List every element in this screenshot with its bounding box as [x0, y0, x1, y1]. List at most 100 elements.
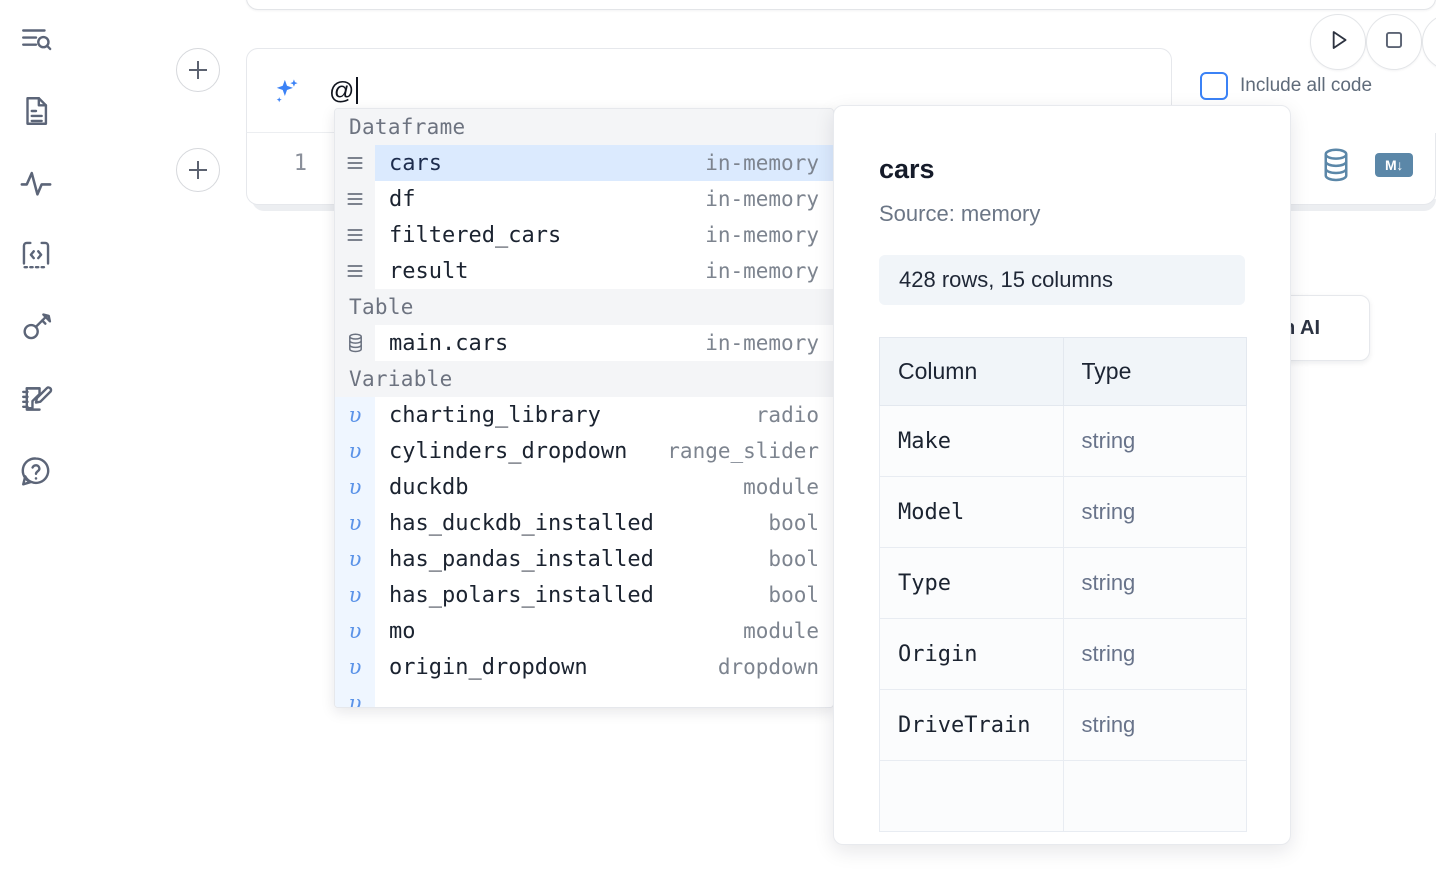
- add-cell-button-bottom[interactable]: [176, 148, 220, 192]
- schema-column-type: string: [1062, 618, 1247, 690]
- autocomplete-item-label: cars: [389, 150, 442, 176]
- column-header-column: Column: [879, 337, 1064, 406]
- autocomplete-item-kind: in-memory: [705, 331, 819, 355]
- generate-with-ai-label: h AI: [1283, 316, 1321, 339]
- text-caret: [355, 77, 358, 104]
- schema-column-type: string: [1062, 689, 1247, 761]
- sidebar-item-activity[interactable]: [13, 160, 59, 206]
- autocomplete-section-header: Dataframe: [335, 109, 833, 145]
- include-all-code-checkbox[interactable]: [1200, 72, 1228, 100]
- key-secrets-icon: [19, 310, 53, 344]
- autocomplete-item-kind: range_slider: [667, 439, 819, 463]
- schema-column-type: [1062, 760, 1247, 832]
- autocomplete-item-label: charting_library: [389, 402, 601, 428]
- variable-icon: υ: [335, 577, 375, 613]
- include-all-code-row[interactable]: Include all code: [1200, 72, 1372, 100]
- markdown-icon[interactable]: M↓: [1375, 153, 1413, 177]
- sidebar-item-outline-search[interactable]: [13, 16, 59, 62]
- sidebar-item-scratchpad[interactable]: [13, 376, 59, 422]
- sidebar-item-secrets[interactable]: [13, 304, 59, 350]
- cell-toolbar: M↓: [1319, 147, 1413, 183]
- autocomplete-item[interactable]: υ has_duckdb_installed bool: [335, 505, 833, 541]
- autocomplete-item-partial[interactable]: υ: [335, 685, 833, 707]
- line-number: 1: [293, 151, 307, 176]
- schema-column-name: DriveTrain: [879, 689, 1064, 761]
- autocomplete-item-label: origin_dropdown: [389, 654, 588, 680]
- outline-search-icon: [19, 22, 53, 56]
- documentation-panel: cars Source: memory 428 rows, 15 columns…: [833, 105, 1291, 845]
- variable-icon: υ: [335, 505, 375, 541]
- sidebar-item-help[interactable]: [13, 448, 59, 494]
- variable-icon: υ: [335, 541, 375, 577]
- notebook-edit-icon: [19, 382, 53, 416]
- dataframe-icon: [335, 145, 375, 181]
- previous-cell[interactable]: [246, 0, 1436, 10]
- schema-column-type: string: [1062, 476, 1247, 548]
- doc-title: cars: [879, 154, 935, 184]
- autocomplete-item-kind: radio: [755, 403, 819, 427]
- autocomplete-item[interactable]: υ charting_library radio: [335, 397, 833, 433]
- variable-icon: υ: [335, 685, 375, 707]
- schema-column-type: string: [1062, 405, 1247, 477]
- play-icon: [1325, 27, 1351, 58]
- variable-icon: υ: [335, 433, 375, 469]
- sidebar-item-files[interactable]: [13, 88, 59, 134]
- autocomplete-item-kind: in-memory: [705, 151, 819, 175]
- sidebar-item-snippets[interactable]: [13, 232, 59, 278]
- autocomplete-item-label: has_duckdb_installed: [389, 510, 654, 536]
- variable-icon: υ: [335, 469, 375, 505]
- autocomplete-item-kind: dropdown: [717, 655, 819, 679]
- database-icon[interactable]: [1319, 147, 1353, 183]
- ai-prompt-value: @: [329, 77, 355, 105]
- autocomplete-item-kind: bool: [768, 511, 819, 535]
- table-row-partial: [879, 760, 1247, 832]
- variable-icon: υ: [335, 613, 375, 649]
- code-snippet-icon: [19, 238, 53, 272]
- dataframe-icon: [335, 253, 375, 289]
- autocomplete-item-label: result: [389, 258, 469, 284]
- add-cell-button-top[interactable]: [176, 48, 220, 92]
- column-header-type: Type: [1062, 337, 1247, 406]
- dataframe-icon: [335, 217, 375, 253]
- autocomplete-section-header: Table: [335, 289, 833, 325]
- more-actions-button[interactable]: [1422, 14, 1436, 70]
- help-question-icon: [19, 454, 53, 488]
- sidebar-rail: [0, 0, 72, 874]
- run-button[interactable]: [1310, 14, 1366, 70]
- autocomplete-section-header: Variable: [335, 361, 833, 397]
- dataframe-icon: [335, 181, 375, 217]
- schema-column-name: Model: [879, 476, 1064, 548]
- autocomplete-item-label: has_polars_installed: [389, 582, 654, 608]
- activity-pulse-icon: [19, 166, 53, 200]
- autocomplete-item-kind: module: [743, 475, 819, 499]
- variable-icon: υ: [335, 397, 375, 433]
- variable-icon: υ: [335, 649, 375, 685]
- table-database-icon: [335, 325, 375, 361]
- autocomplete-item-label: df: [389, 186, 416, 212]
- autocomplete-item[interactable]: cars in-memory: [335, 145, 833, 181]
- schema-column-name: [879, 760, 1064, 832]
- autocomplete-item-label: mo: [389, 618, 416, 644]
- autocomplete-item[interactable]: υ origin_dropdown dropdown: [335, 649, 833, 685]
- generate-with-ai-card[interactable]: h AI: [1278, 295, 1370, 361]
- schema-column-name: Origin: [879, 618, 1064, 690]
- stop-button[interactable]: [1366, 14, 1422, 70]
- ai-prompt-input[interactable]: @: [329, 77, 358, 106]
- autocomplete-item-kind: module: [743, 619, 819, 643]
